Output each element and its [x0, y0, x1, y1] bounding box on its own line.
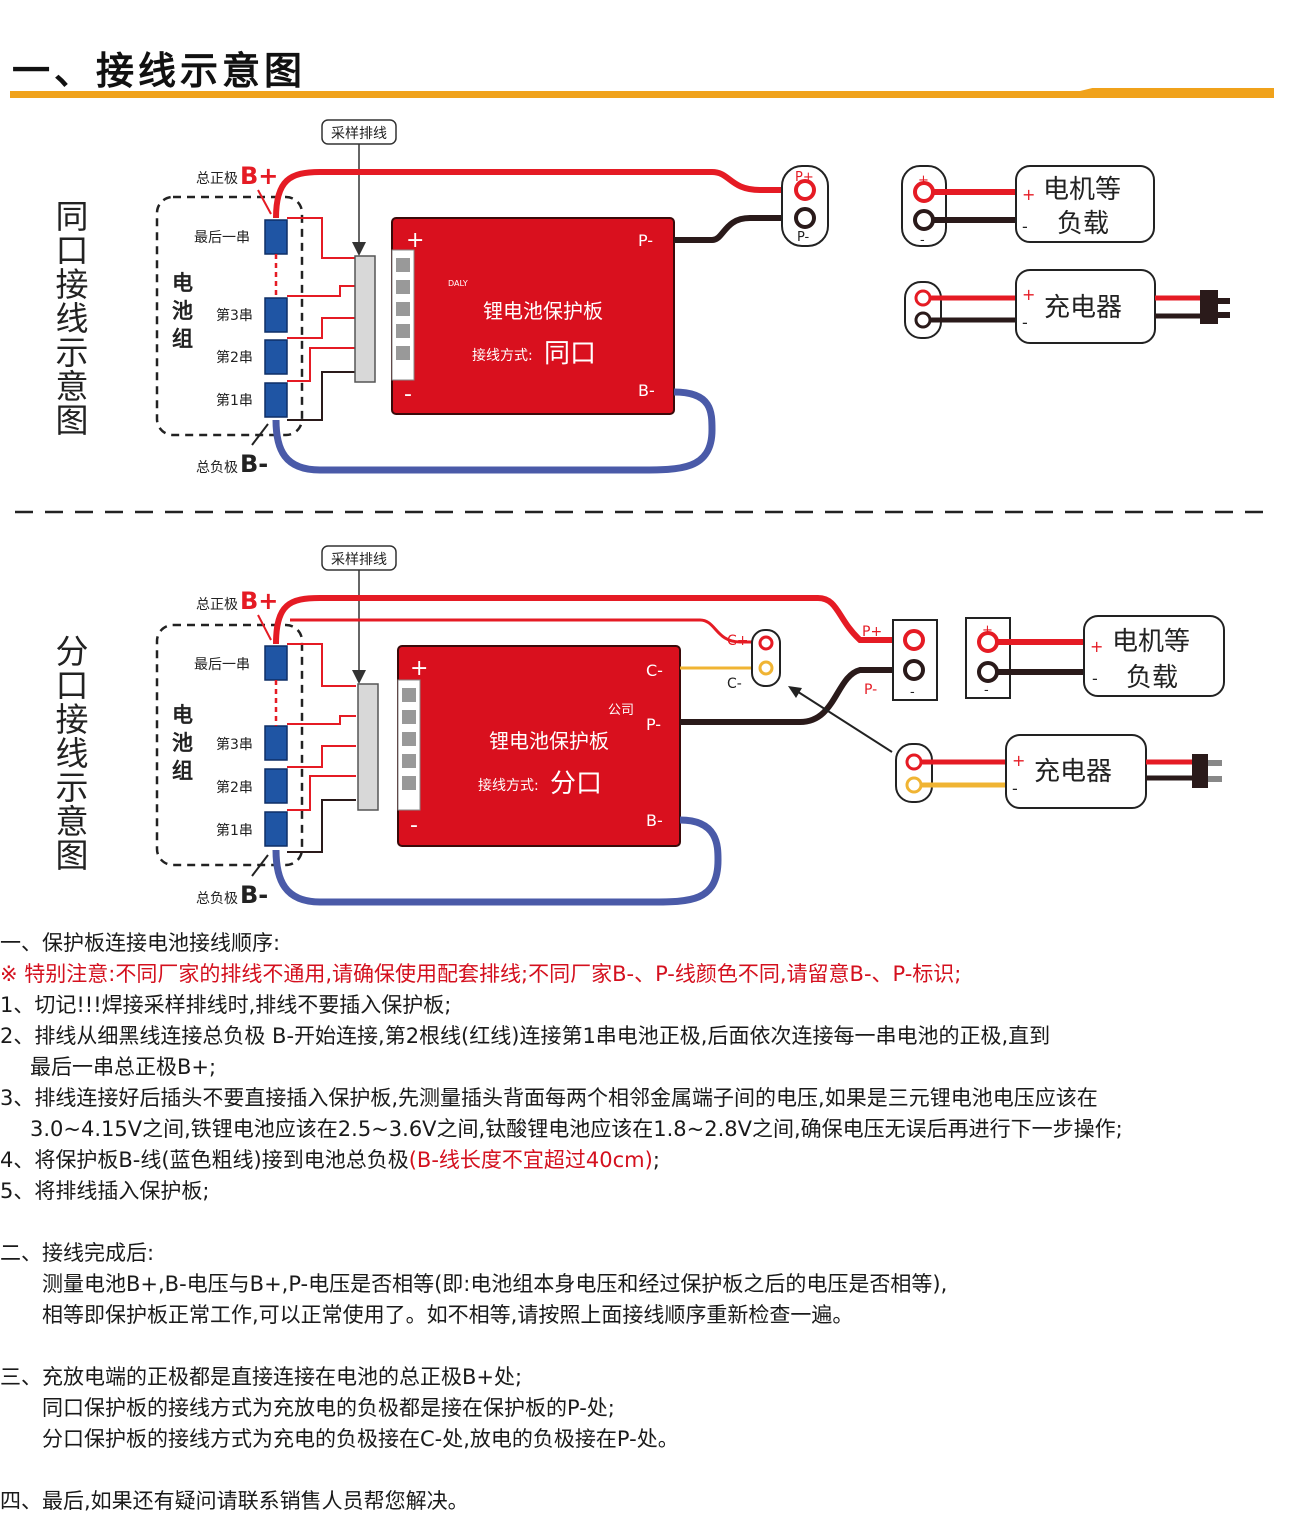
bottom-board-plus: +: [410, 656, 428, 681]
svg-text:+: +: [1022, 285, 1035, 304]
top-board-pminus: P-: [638, 231, 653, 250]
svg-text:+: +: [918, 173, 929, 188]
svg-text:-: -: [1092, 669, 1098, 688]
bottom-diagram: 采样排线 电池组 总正极 B+ 总负极 B- 最后一串 第3串 第2串 第1串: [155, 545, 1225, 909]
s1-item3b: 3.0~4.15V之间,铁锂电池应该在2.5~3.6V之间,钛酸锂电池应该在1.…: [30, 1117, 1123, 1141]
s1-title: 一、保护板连接电池接线顺序:: [0, 931, 281, 955]
s1-item5: 5、将排线插入保护板;: [0, 1179, 210, 1203]
s1-item2b: 最后一串总正极B+;: [30, 1055, 217, 1079]
s3-line2: 分口保护板的接线方式为充电的负极接在C-处,放电的负极接在P-处。: [42, 1427, 679, 1451]
top-conn-minus: P-: [797, 230, 810, 245]
top-conn-plus: P+: [795, 170, 814, 185]
top-board-minus: -: [404, 382, 412, 407]
bottom-board-cminus: C-: [646, 661, 663, 680]
bottom-side-title: 分口接线示意图: [55, 632, 89, 875]
s2-line2: 相等即保护板正常工作,可以正常使用了。如不相等,请按照上面接线顺序重新检查一遍。: [42, 1303, 854, 1327]
top-load-label-2: 负载: [1057, 209, 1109, 239]
svg-text:最后一串 第3串 第2串: 最后一串 第3串 第2串 第1串: [194, 230, 257, 409]
bottom-board-pminus: P-: [646, 715, 661, 734]
top-board-title: 锂电池保护板: [483, 299, 603, 323]
svg-text:-: -: [910, 685, 915, 700]
bottom-cell-1: 第1串: [216, 822, 253, 839]
top-bplus: B+: [240, 162, 278, 190]
bottom-bminus: B-: [240, 881, 268, 909]
top-pack-label: 电池组: [172, 271, 193, 351]
top-load-label-1: 电机等: [1043, 175, 1121, 205]
top-board-plus: +: [406, 228, 424, 253]
bottom-load-label-2: 负载: [1126, 663, 1178, 693]
bottom-board-minus: -: [410, 813, 418, 838]
top-cell-last: 最后一串: [194, 230, 250, 246]
bottom-board-bminus: B-: [646, 811, 663, 830]
top-cell-2: 第2串: [216, 349, 253, 366]
s4-title: 四、最后,如果还有疑问请联系销售人员帮您解决。: [0, 1489, 469, 1513]
bottom-cell-2: 第2串: [216, 779, 253, 796]
svg-text:-: -: [1022, 313, 1028, 332]
s1-item4c: ;: [652, 1148, 660, 1172]
top-bminus-label: 总负极: [196, 460, 238, 476]
title-underline: [10, 88, 1274, 98]
s2-line1: 测量电池B+,B-电压与B+,P-电压是否相等(即:电池组本身电压和经过保护板之…: [42, 1272, 948, 1296]
top-bplus-label: 总正极: [196, 171, 238, 187]
bottom-bminus-label: 总负极: [196, 891, 238, 907]
top-cell-3: 第3串: [216, 307, 253, 324]
top-side-title: 同口接线示意图: [55, 197, 89, 440]
bottom-load-label-1: 电机等: [1112, 627, 1190, 657]
bottom-conn-pplus: P+: [862, 624, 882, 640]
bottom-conn-cplus: C+: [727, 633, 749, 649]
s1-warning: ※ 特别注意:不同厂家的排线不通用,请确保使用配套排线;不同厂家B-、P-线颜色…: [0, 962, 962, 986]
s1-item4a: 4、将保护板B-线(蓝色粗线)接到电池总负极: [0, 1148, 409, 1172]
bottom-wiring-label: 接线方式:: [478, 777, 539, 794]
svg-text:+: +: [1022, 185, 1035, 204]
s3-title: 三、充放电端的正极都是直接连接在电池的总正极B+处;: [0, 1365, 523, 1389]
s3-line1: 同口保护板的接线方式为充放电的负极都是接在保护板的P-处;: [42, 1396, 615, 1420]
top-sample-cable-label: 采样排线: [331, 126, 387, 142]
wiring-diagram: 采样排线 电池组 总正极 B+ 总负极 B- 最后一串 第3串 第2串 第1串: [15, 119, 1270, 909]
bottom-charger-label: 充电器: [1034, 757, 1112, 787]
top-wiring-label: 接线方式:: [472, 347, 533, 364]
svg-text:+: +: [982, 623, 993, 638]
top-board-brand: DALY: [448, 279, 468, 288]
top-cells: 最后一串 第3串 第2串 第1串: [194, 219, 288, 418]
bottom-cell-3: 第3串: [216, 736, 253, 753]
bottom-cells: 最后一串 第3串 第2串 第1串: [194, 645, 288, 847]
s1-item3a: 3、排线连接好后插头不要直接插入保护板,先测量插头背面每两个相邻金属端子间的电压…: [0, 1086, 1098, 1110]
svg-text:-: -: [984, 683, 989, 698]
bottom-bplus: B+: [240, 587, 278, 615]
top-cell-1: 第1串: [216, 392, 253, 409]
top-diagram: 采样排线 电池组 总正极 B+ 总负极 B- 最后一串 第3串 第2串 第1串: [155, 119, 1230, 478]
s1-item1: 1、切记!!!焊接采样排线时,排线不要插入保护板;: [0, 993, 452, 1017]
s1-item2a: 2、排线从细黑线连接总负极 B-开始连接,第2根线(红线)连接第1串电池正极,后…: [0, 1024, 1051, 1048]
svg-text:+: +: [1012, 751, 1025, 770]
bottom-conn-pminus: P-: [864, 682, 877, 698]
svg-text:+: +: [1090, 637, 1103, 656]
bottom-cell-last: 最后一串: [194, 657, 250, 673]
bottom-sample-cable-label: 采样排线: [331, 552, 387, 568]
bottom-board-company: 公司: [608, 703, 634, 718]
s1-item4: 4、将保护板B-线(蓝色粗线)接到电池总负极(B-线长度不宜超过40cm);: [0, 1145, 1293, 1176]
svg-text:最后一串 第3串 第2串: 最后一串 第3串 第2串 第1串: [194, 657, 257, 839]
bottom-wiring-mode: 分口: [550, 769, 602, 799]
top-wiring-mode: 同口: [544, 339, 596, 369]
bottom-conn-cminus: C-: [727, 676, 742, 692]
s2-title: 二、接线完成后:: [0, 1241, 155, 1265]
instructions: 一、保护板连接电池接线顺序: ※ 特别注意:不同厂家的排线不通用,请确保使用配套…: [0, 928, 1293, 1517]
top-board-bminus: B-: [638, 381, 655, 400]
top-charger-label: 充电器: [1044, 293, 1122, 323]
svg-text:-: -: [920, 233, 925, 248]
s1-item4b: (B-线长度不宜超过40cm): [408, 1148, 653, 1172]
top-bminus: B-: [240, 450, 268, 478]
bottom-board-title: 锂电池保护板: [489, 729, 609, 753]
bottom-bplus-label: 总正极: [196, 597, 238, 613]
page-title: 一、接线示意图: [12, 49, 307, 93]
bottom-pack-label: 电池组: [172, 703, 193, 783]
svg-text:-: -: [1022, 217, 1028, 236]
svg-text:-: -: [1012, 779, 1018, 798]
